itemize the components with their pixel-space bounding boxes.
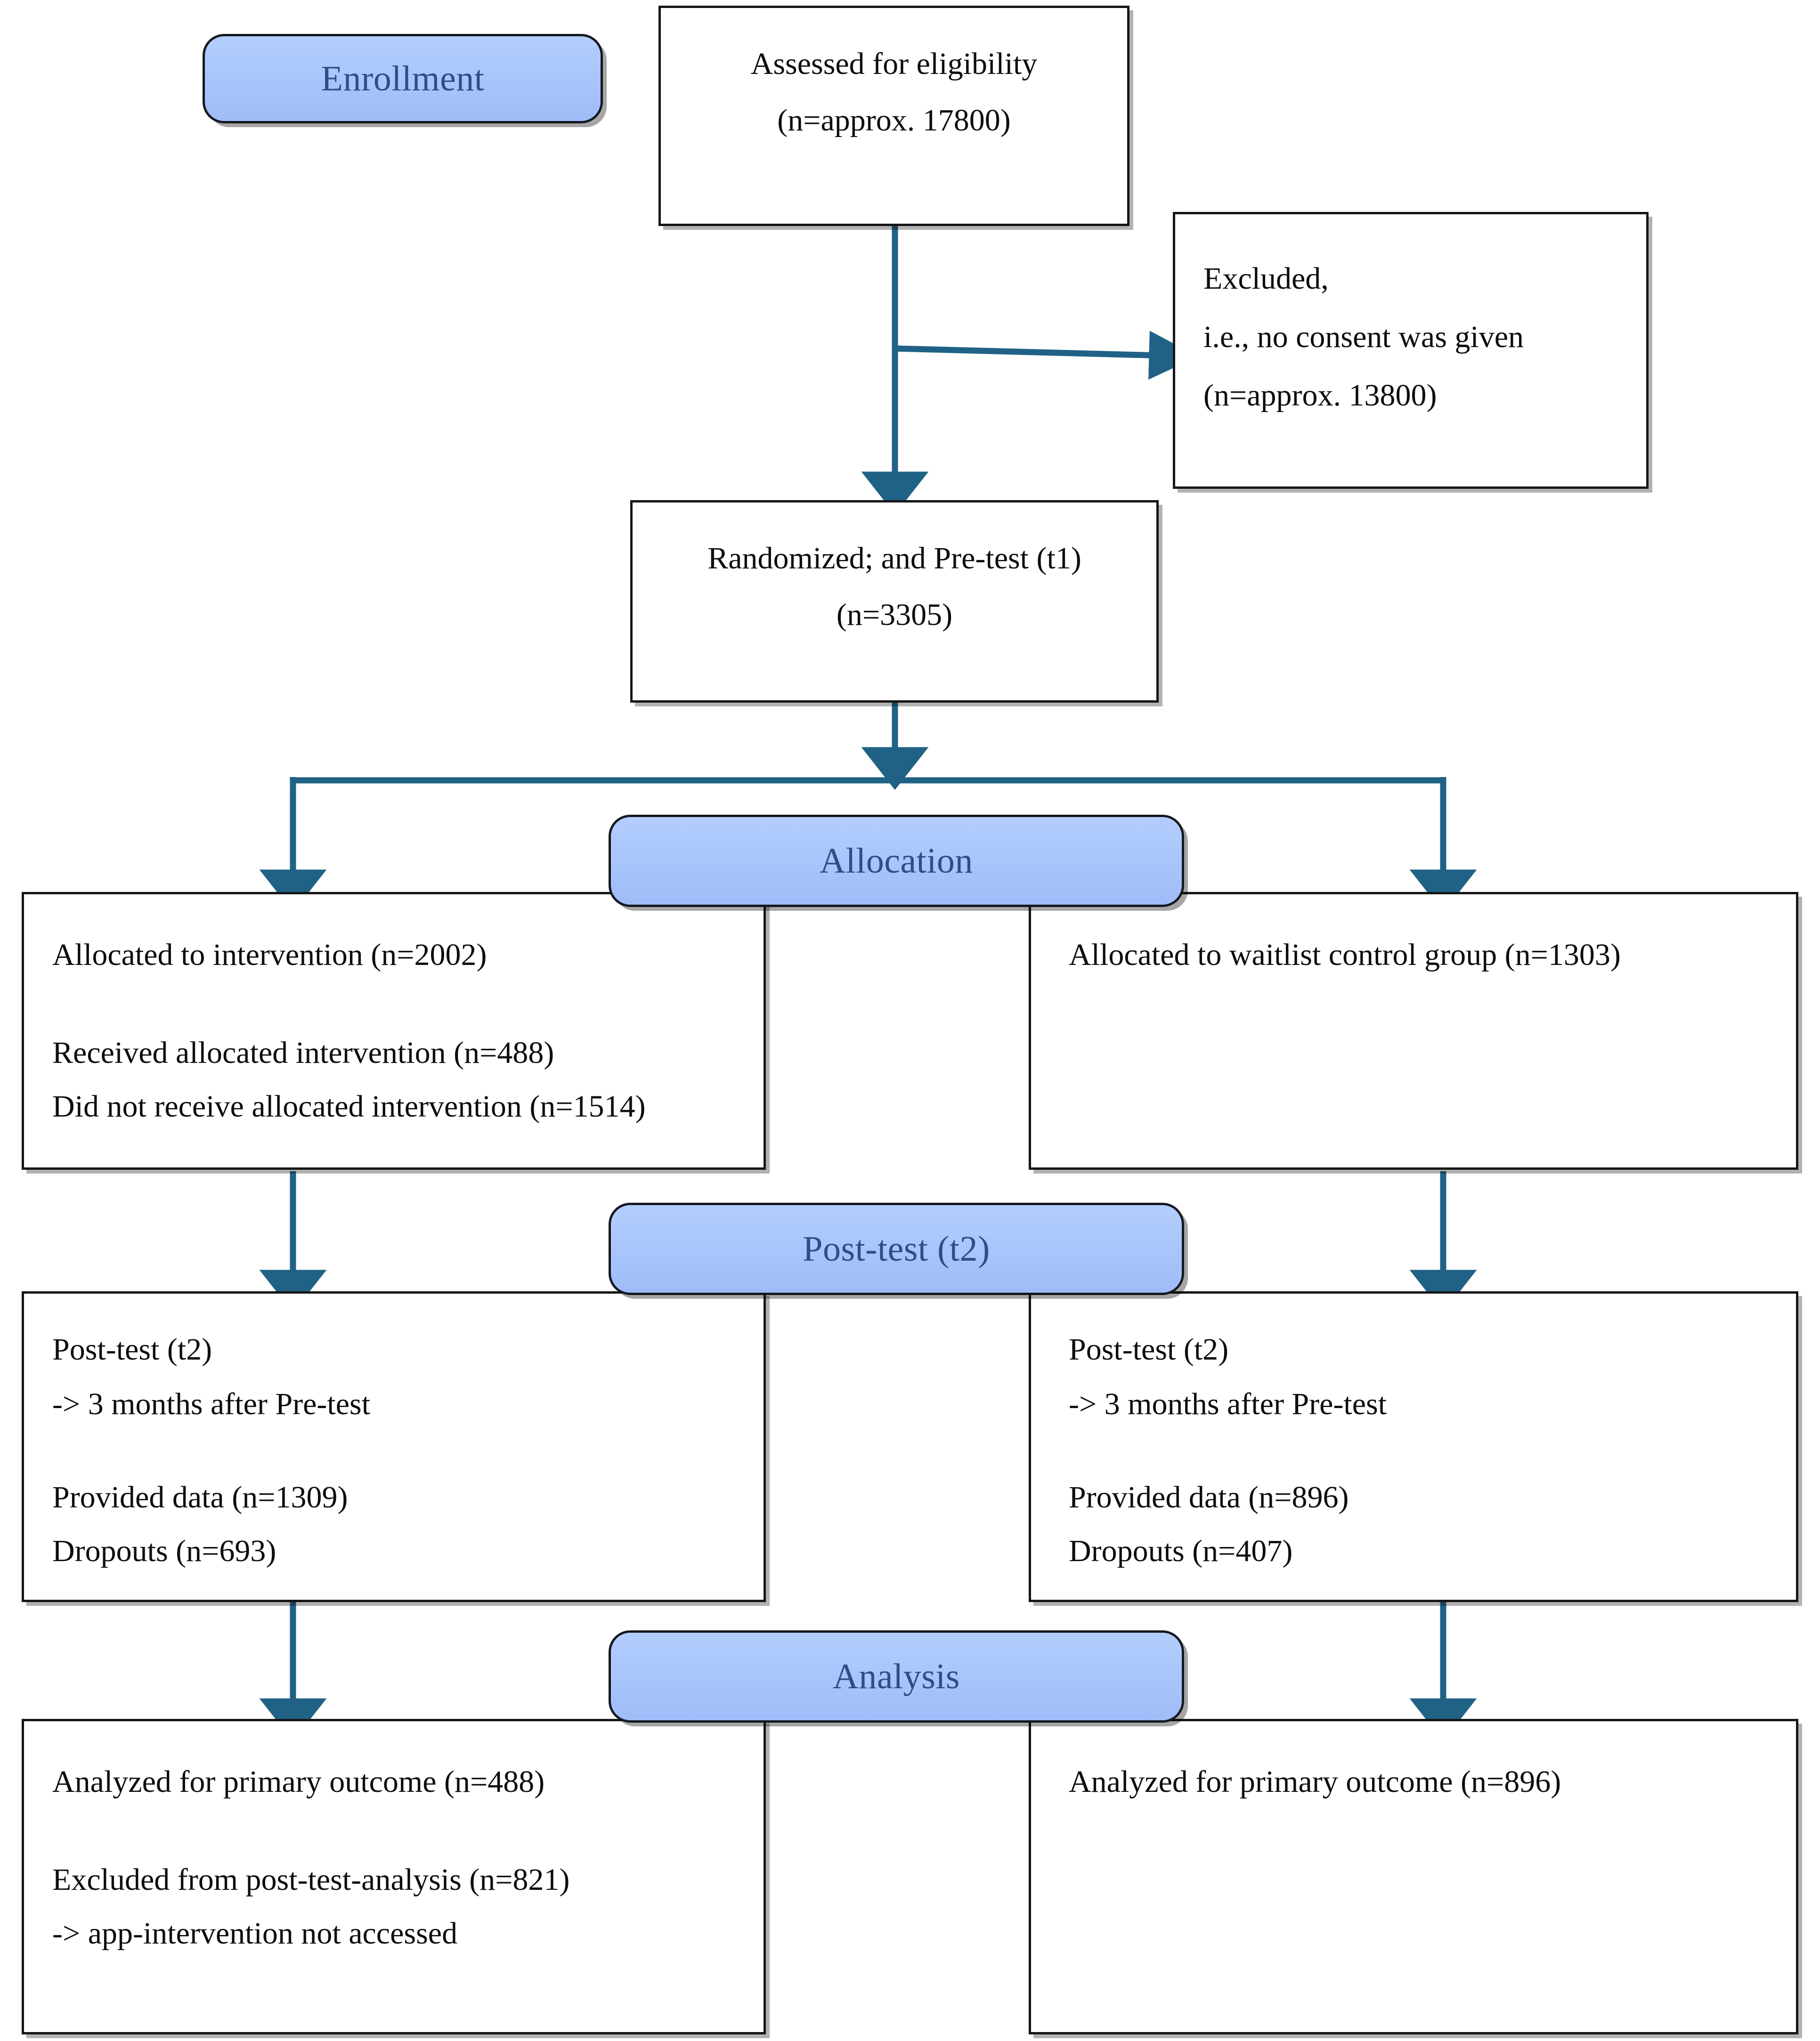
connector-eligibility-to-excluded xyxy=(894,331,1198,380)
alloc-intervention-line-3: Received allocated intervention (n=488) xyxy=(52,1036,554,1070)
box-analysis-control: Analyzed for primary outcome (n=896) xyxy=(1029,1719,1798,2034)
box-posttest-control: Post-test (t2) -> 3 months after Pre-tes… xyxy=(1029,1291,1798,1602)
box-allocated-intervention: Allocated to intervention (n=2002) Recei… xyxy=(22,892,766,1170)
excluded-line-2: i.e., no consent was given xyxy=(1203,320,1524,354)
stage-badge-post-test-label: Post-test (t2) xyxy=(803,1229,990,1269)
post-intervention-line-5: Dropouts (n=693) xyxy=(52,1534,276,1568)
box-allocated-waitlist-control: Allocated to waitlist control group (n=1… xyxy=(1029,892,1798,1170)
stage-badge-enrollment-label: Enrollment xyxy=(321,59,485,98)
box-posttest-intervention: Post-test (t2) -> 3 months after Pre-tes… xyxy=(22,1291,766,1602)
post-control-line-5: Dropouts (n=407) xyxy=(1069,1534,1293,1568)
post-control-line-1: Post-test (t2) xyxy=(1069,1332,1229,1367)
excluded-line-3: (n=approx. 13800) xyxy=(1203,378,1437,413)
post-control-line-4: Provided data (n=896) xyxy=(1069,1480,1349,1515)
post-intervention-line-1: Post-test (t2) xyxy=(52,1332,212,1367)
box-assessed-for-eligibility: Assessed for eligibility (n=approx. 1780… xyxy=(658,6,1129,226)
box-excluded: Excluded, i.e., no consent was given (n=… xyxy=(1173,212,1649,489)
post-intervention-spacer xyxy=(52,1443,764,1464)
randomized-line-2: (n=3305) xyxy=(836,598,953,632)
post-intervention-line-2: -> 3 months after Pre-test xyxy=(52,1387,371,1421)
stage-badge-allocation-label: Allocation xyxy=(820,841,973,881)
stage-badge-analysis: Analysis xyxy=(609,1630,1184,1723)
analysis-intervention-line-3: Excluded from post-test-analysis (n=821) xyxy=(52,1863,570,1897)
stage-badge-analysis-label: Analysis xyxy=(833,1657,960,1696)
stage-badge-enrollment: Enrollment xyxy=(203,34,603,123)
alloc-intervention-line-1: Allocated to intervention (n=2002) xyxy=(52,938,487,972)
analysis-intervention-line-1: Analyzed for primary outcome (n=488) xyxy=(52,1765,545,1799)
analysis-intervention-spacer xyxy=(52,1826,764,1847)
randomized-line-1: Randomized; and Pre-test (t1) xyxy=(707,541,1081,575)
alloc-control-line-1: Allocated to waitlist control group (n=1… xyxy=(1069,938,1621,972)
analysis-control-line-1: Analyzed for primary outcome (n=896) xyxy=(1069,1765,1561,1799)
post-control-spacer xyxy=(1069,1443,1796,1464)
stage-badge-post-test: Post-test (t2) xyxy=(609,1203,1184,1295)
eligibility-line-2: (n=approx. 17800) xyxy=(777,103,1011,138)
excluded-line-1: Excluded, xyxy=(1203,261,1329,296)
box-randomized-pretest: Randomized; and Pre-test (t1) (n=3305) xyxy=(630,500,1159,703)
alloc-intervention-line-4: Did not receive allocated intervention (… xyxy=(52,1089,646,1124)
post-intervention-line-4: Provided data (n=1309) xyxy=(52,1480,348,1515)
analysis-intervention-line-4: -> app-intervention not accessed xyxy=(52,1916,458,1951)
post-control-line-2: -> 3 months after Pre-test xyxy=(1069,1387,1387,1421)
stage-badge-allocation: Allocation xyxy=(609,815,1184,907)
box-analysis-intervention: Analyzed for primary outcome (n=488) Exc… xyxy=(22,1719,766,2034)
eligibility-line-1: Assessed for eligibility xyxy=(750,47,1038,81)
alloc-intervention-spacer xyxy=(52,1000,764,1020)
